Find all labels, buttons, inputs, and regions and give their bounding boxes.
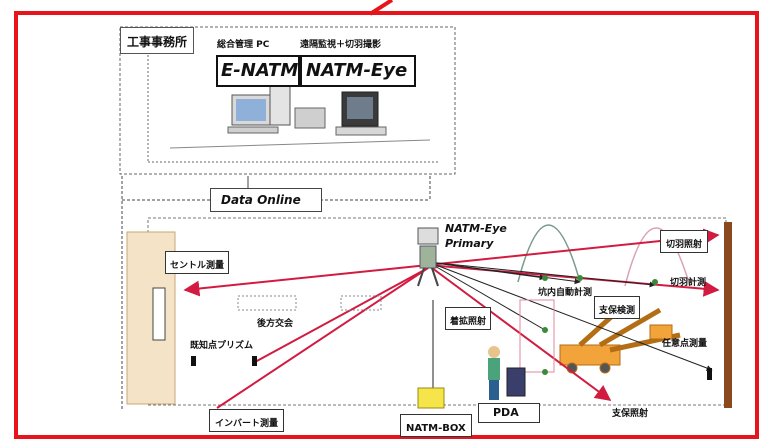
office-title-box: 工事事務所 <box>120 27 195 54</box>
arrow-support-irradiation <box>427 264 612 401</box>
support-irradiation-label: 支保照射 <box>612 409 649 419</box>
arrow-invert <box>216 267 429 409</box>
arch-1 <box>517 224 581 283</box>
office-box <box>119 26 456 175</box>
monitor-heading: 遠隔監視＋切羽撮影 <box>300 40 382 50</box>
prism-1-icon <box>191 356 196 366</box>
known-prism-label: 既知点プリズム <box>190 341 254 351</box>
data-online-label: Data Online <box>221 193 301 207</box>
arch-2 <box>624 227 691 287</box>
station-name-1: NATM-Eye <box>445 222 507 235</box>
natm-box-label: NATM-BOX <box>406 423 466 434</box>
rear-target-box-2 <box>340 295 382 311</box>
station-camera-icon <box>417 227 439 245</box>
arrow-known-prism <box>254 267 429 363</box>
station-body-icon <box>419 245 437 269</box>
invert-survey-label: インバート測量 <box>215 419 279 429</box>
support-check-box: 支保検測 <box>594 296 641 319</box>
pc-tower-icon <box>269 84 291 126</box>
face-irradiation-label: 切羽照射 <box>666 240 703 250</box>
e-natm-box: E-NATM <box>216 55 300 87</box>
face-irradiation-box: 切羽照射 <box>660 230 709 253</box>
natm-eye-box: NATM-Eye <box>300 55 416 87</box>
center-survey-label: セントル測量 <box>170 261 225 271</box>
rear-target-box <box>237 295 297 311</box>
pink-zone <box>519 299 555 373</box>
support-check-label: 支保検測 <box>599 306 636 316</box>
center-survey-box: セントル測量 <box>165 251 230 274</box>
eye-deck-icon <box>335 126 387 136</box>
e-natm-label: E-NATM <box>221 60 299 81</box>
office-title: 工事事務所 <box>127 35 188 49</box>
natm-eye-label: NATM-Eye <box>306 60 408 81</box>
arch-irradiation-label: 着拡照射 <box>450 317 487 327</box>
pc-screen-icon <box>236 99 266 121</box>
pda-box: PDA <box>478 403 540 423</box>
arch-irradiation-box: 着拡照射 <box>445 307 492 330</box>
arrow-center-survey <box>183 264 429 297</box>
face-wall <box>724 222 732 408</box>
face-measure-label: 切羽計測 <box>670 278 707 288</box>
prism-3-icon <box>707 368 712 380</box>
pc-heading: 総合管理 PC <box>217 40 270 50</box>
drill-jumbo-icon <box>559 298 681 374</box>
invert-survey-box: インバート測量 <box>209 409 285 432</box>
keyboard-icon <box>227 126 279 134</box>
worker-body-icon <box>488 358 500 380</box>
thin-lines <box>427 261 713 405</box>
rear-intersection-label: 後方交会 <box>257 319 294 329</box>
printer-icon <box>294 107 326 129</box>
arrow-face-measure <box>427 264 720 297</box>
center-target <box>152 287 166 341</box>
prism-2-icon <box>252 356 257 366</box>
outer-red-frame <box>14 11 759 439</box>
natm-box-icon <box>417 387 445 409</box>
pda-label: PDA <box>493 406 519 419</box>
any-point-label: 任意点測量 <box>662 339 708 349</box>
data-online-box: Data Online <box>210 188 322 212</box>
tunnel-auto-label: 坑内自動計測 <box>538 288 593 298</box>
worker-head-icon <box>488 346 500 358</box>
eye-screen-icon <box>347 97 373 119</box>
natm-box-box: NATM-BOX <box>400 414 472 437</box>
station-name-2: Primary <box>445 237 494 250</box>
arrows <box>183 228 720 409</box>
desk-line <box>169 139 431 149</box>
pda-device-icon <box>506 367 526 397</box>
